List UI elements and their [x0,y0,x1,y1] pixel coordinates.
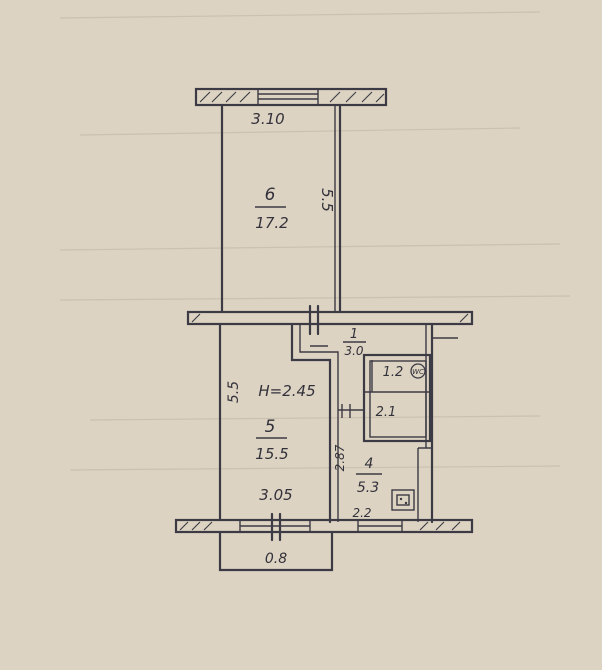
room-1-number: 1 [350,327,358,342]
room-4-length-label: 2.87 [333,444,347,471]
room-6-number: 6 [265,185,276,205]
room-6-walls [220,103,342,314]
room-4-number: 4 [365,456,374,472]
room-6-area: 17.2 [255,214,288,232]
room-4-area: 5.3 [357,480,379,496]
room-3-area: 2.1 [376,405,397,420]
room-5-number: 5 [265,417,276,437]
room-6-width-label: 3.10 [251,110,284,128]
room-1-area: 3.0 [344,344,363,358]
room-5-width-label: 3.05 [259,486,292,504]
room-6-length-label: 5.5 [318,188,336,212]
balcony [218,530,334,572]
service-rooms-walls [338,322,458,524]
room-5-area: 15.5 [255,445,288,463]
room-5-walls [218,322,339,524]
middle-wall [186,304,474,336]
balcony-width-label: 0.8 [265,551,287,567]
wc-symbol-circle [410,363,426,379]
room-5-length-label: 5.5 [226,381,242,403]
show-through-lines [59,11,571,471]
bottom-exterior-wall [174,512,474,542]
top-exterior-wall [194,87,388,107]
room-2-area: 1.2 [383,365,404,380]
ceiling-height-label: H=2.45 [258,382,315,400]
room-4-width-label: 2.2 [352,506,371,520]
wc-symbol: WC [412,368,424,376]
